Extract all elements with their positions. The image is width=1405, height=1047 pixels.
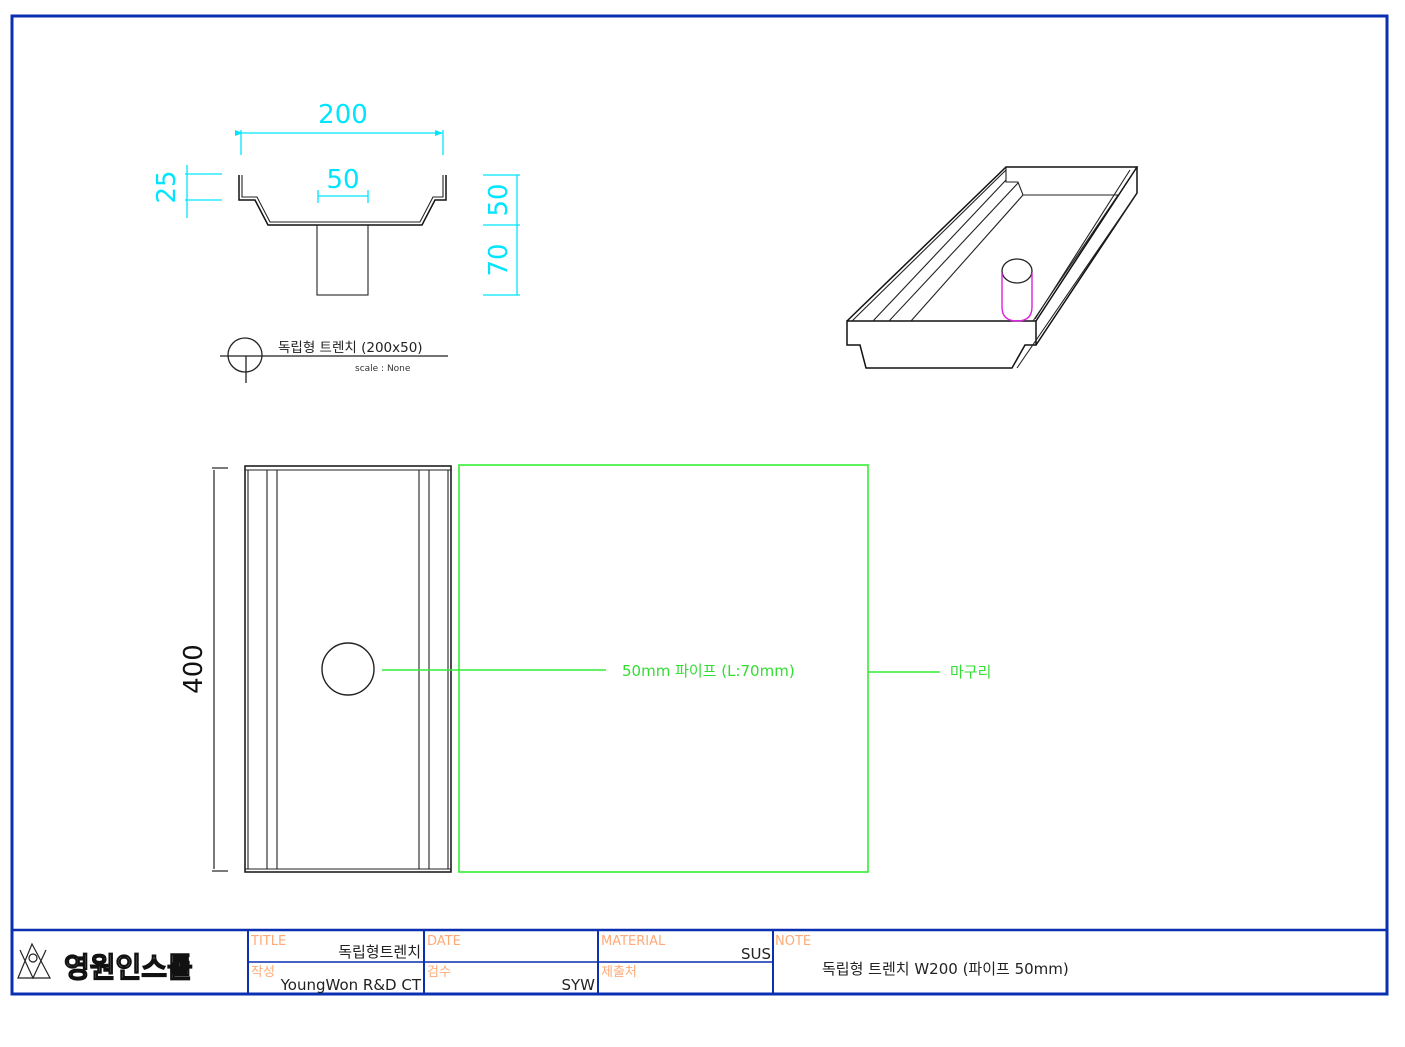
title-value: 독립형트렌치: [338, 943, 421, 961]
author-value: YoungWon R&D CT: [280, 976, 422, 994]
plan-view: 400 50mm 파이프 (L:70mm) 마구리: [179, 464, 991, 873]
section-caption: 독립형 트렌치 (200x50) scale : None: [220, 337, 448, 383]
title-block: 영원인스톨 TITLE 독립형트렌치 작성 YoungWon R&D CT DA…: [12, 928, 1387, 994]
author-label: 작성: [251, 965, 275, 980]
pipe-top-icon: [1001, 258, 1033, 284]
note-value: 독립형 트렌치 W200 (파이프 50mm): [822, 960, 1069, 978]
material-value: SUS: [741, 945, 771, 963]
section-view: 200 50 25 50 70 독립형 트렌치 (200x50) scale :…: [152, 100, 520, 383]
drawing-frame: [10, 14, 1389, 996]
section-marker-icon: [227, 337, 263, 373]
dim-lip-label: 25: [152, 170, 182, 203]
callout-finish: 마구리: [950, 663, 991, 681]
dim-depth-label: 50: [484, 183, 514, 216]
isometric-view: [846, 166, 1139, 369]
dim-length-label: 400: [179, 644, 209, 694]
checker-value: SYW: [561, 976, 595, 994]
section-caption-scale: scale : None: [355, 364, 411, 374]
pipe-hole-icon: [321, 642, 375, 696]
section-caption-title: 독립형 트렌치 (200x50): [278, 340, 423, 356]
date-label: DATE: [427, 934, 461, 949]
material-label: MATERIAL: [601, 934, 666, 949]
company-logo: 영원인스톨: [17, 942, 193, 985]
dim-width-label: 200: [318, 100, 368, 130]
logo-emblem-icon: [17, 942, 51, 980]
dim-pipe-length-label: 70: [484, 243, 514, 276]
logo-text: 영원인스톨: [64, 951, 193, 984]
submit-label: 제출처: [601, 965, 637, 980]
dim-pipe-dia-label: 50: [326, 165, 359, 195]
note-label: NOTE: [775, 934, 811, 949]
callout-pipe: 50mm 파이프 (L:70mm): [622, 662, 795, 680]
checker-label: 검수: [427, 965, 451, 980]
title-label: TITLE: [250, 934, 286, 949]
